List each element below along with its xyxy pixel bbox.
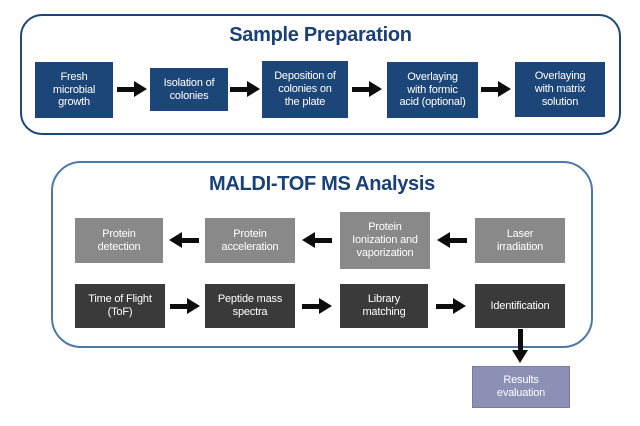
results-evaluation-box: Results evaluation <box>472 366 570 408</box>
maldi-analysis-title: MALDI-TOF MS Analysis <box>209 173 435 195</box>
step-isolation-of-colonies: Isolation of colonies <box>150 68 228 111</box>
stage-protein-detection: Protein detection <box>75 218 163 263</box>
arrow-right-icon <box>302 298 332 314</box>
arrow-left-icon <box>302 232 332 248</box>
arrow-right-icon <box>230 81 260 97</box>
step-overlay-matrix-solution: Overlaying with matrix solution <box>515 62 605 117</box>
step-fresh-microbial-growth: Fresh microbial growth <box>35 62 113 118</box>
stage-protein-acceleration: Protein acceleration <box>205 218 295 263</box>
stage-time-of-flight: Time of Flight (ToF) <box>75 284 165 328</box>
arrow-right-icon <box>170 298 200 314</box>
stage-library-matching: Library matching <box>340 284 428 328</box>
stage-protein-ionization: Protein Ionization and vaporization <box>340 212 430 269</box>
arrow-right-icon <box>436 298 466 314</box>
stage-identification: Identification <box>475 284 565 328</box>
sample-preparation-title: Sample Preparation <box>229 24 412 46</box>
step-overlay-formic-acid: Overlaying with formic acid (optional) <box>387 62 478 118</box>
arrow-left-icon <box>437 232 467 248</box>
arrow-down-icon <box>512 329 528 363</box>
arrow-right-icon <box>117 81 147 97</box>
arrow-left-icon <box>169 232 199 248</box>
arrow-right-icon <box>352 81 382 97</box>
stage-peptide-mass-spectra: Peptide mass spectra <box>205 284 295 328</box>
stage-laser-irradiation: Laser irradiation <box>475 218 565 263</box>
arrow-right-icon <box>481 81 511 97</box>
step-deposition-on-plate: Deposition of colonies on the plate <box>262 61 348 118</box>
